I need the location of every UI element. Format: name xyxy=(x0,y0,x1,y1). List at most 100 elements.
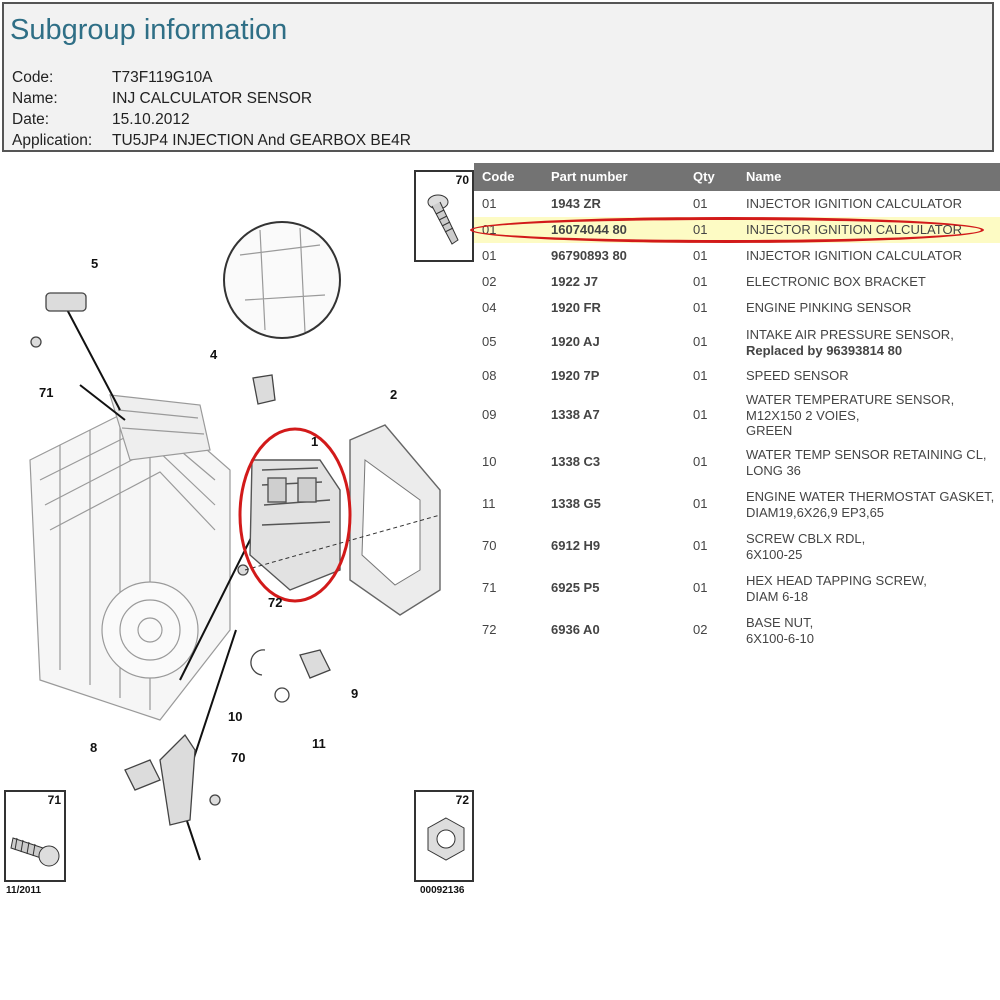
cell-part-number: 1922 J7 xyxy=(551,274,598,289)
cell-name: INTAKE AIR PRESSURE SENSOR,Replaced by 9… xyxy=(746,327,954,358)
cell-part-number: 6925 P5 xyxy=(551,580,600,595)
cell-code: 01 xyxy=(482,248,497,263)
table-row[interactable]: 01 96790893 80 01 INJECTOR IGNITION CALCULA… xyxy=(474,243,1000,269)
column-header-name[interactable]: Name xyxy=(746,169,782,184)
callout-label[interactable]: 71 xyxy=(39,385,54,400)
name-line: HEX HEAD TAPPING SCREW, xyxy=(746,573,927,588)
cell-qty: 01 xyxy=(693,368,708,383)
callout-label[interactable]: 5 xyxy=(91,256,99,271)
cell-part-number: 1920 7P xyxy=(551,368,600,383)
info-label: Code: xyxy=(12,69,54,86)
subgroup-info-panel: Subgroup information Code:T73F119G10A Na… xyxy=(2,2,994,152)
cell-code: 72 xyxy=(482,622,497,637)
name-line: ENGINE WATER THERMOSTAT GASKET, xyxy=(746,489,995,504)
callout-label[interactable]: 2 xyxy=(390,387,398,402)
cell-qty: 01 xyxy=(693,407,708,422)
info-row-name: Name:INJ CALCULATOR SENSOR xyxy=(12,89,312,109)
cell-part-number: 96790893 80 xyxy=(551,248,627,263)
tapping-screw-icon xyxy=(10,837,60,867)
name-line: WATER TEMPERATURE SENSOR, xyxy=(746,392,955,407)
info-row-application: Application: TU5JP4 INJECTION And GEARBOX… xyxy=(12,131,411,151)
cell-qty: 02 xyxy=(693,622,708,637)
column-header-part-number[interactable]: Part number xyxy=(551,169,628,184)
cell-name: HEX HEAD TAPPING SCREW,DIAM 6-18 xyxy=(746,573,927,604)
name-line: SPEED SENSOR xyxy=(746,368,849,383)
cell-qty: 01 xyxy=(693,334,708,349)
cell-qty: 01 xyxy=(693,496,708,511)
cell-code: 11 xyxy=(482,496,496,511)
name-line: GREEN xyxy=(746,423,793,438)
table-row[interactable]: 70 6912 H9 01 SCREW CBLX RDL,6X100-25 xyxy=(474,525,1000,567)
cell-code: 01 xyxy=(482,196,497,211)
info-value: TU5JP4 INJECTION And GEARBOX BE4R xyxy=(112,132,411,149)
cell-name: ELECTRONIC BOX BRACKET xyxy=(746,274,926,290)
name-line: DIAM 6-18 xyxy=(746,588,809,604)
replacement-note[interactable]: Replaced by 96393814 80 xyxy=(746,342,903,358)
cell-part-number: 1920 AJ xyxy=(551,334,600,349)
thumbnail-number: 71 xyxy=(47,793,61,807)
callout-label[interactable]: 10 xyxy=(228,709,243,724)
cell-qty: 01 xyxy=(693,300,708,315)
cell-code: 70 xyxy=(482,538,497,553)
callout-label[interactable]: 11 xyxy=(312,736,326,751)
name-line: DIAM19,6X26,9 EP3,65 xyxy=(746,504,885,520)
name-line: INJECTOR IGNITION CALCULATOR xyxy=(746,196,962,211)
thumbnail-71[interactable]: 71 xyxy=(4,790,66,882)
name-line: M12X150 2 VOIES, xyxy=(746,407,860,423)
callout-label[interactable]: 70 xyxy=(231,750,246,765)
cell-name: WATER TEMPERATURE SENSOR,M12X150 2 VOIES… xyxy=(746,392,954,439)
cell-code: 10 xyxy=(482,454,497,469)
cell-name: SCREW CBLX RDL,6X100-25 xyxy=(746,531,865,562)
table-row[interactable]: 09 1338 A7 01 WATER TEMPERATURE SENSOR,M12X… xyxy=(474,389,1000,441)
table-row[interactable]: 72 6936 A0 02 BASE NUT,6X100-6-10 xyxy=(474,609,1000,651)
info-row-code: Code:T73F119G10A xyxy=(12,68,213,88)
name-line: 6X100-6-10 xyxy=(746,630,814,646)
cell-part-number: 1920 FR xyxy=(551,300,601,315)
name-line: ELECTRONIC BOX BRACKET xyxy=(746,274,926,289)
cell-code: 05 xyxy=(482,334,497,349)
engine-illustration xyxy=(29,221,441,861)
name-line: INTAKE AIR PRESSURE SENSOR, xyxy=(746,327,954,342)
table-header: Code Part number Qty Name xyxy=(474,163,1000,191)
cell-name: ENGINE PINKING SENSOR xyxy=(746,300,911,316)
name-line: 6X100-25 xyxy=(746,546,803,562)
cell-code: 02 xyxy=(482,274,497,289)
callout-label[interactable]: 9 xyxy=(351,686,359,701)
table-row[interactable]: 05 1920 AJ 01 INTAKE AIR PRESSURE SENSOR,Re… xyxy=(474,321,1000,363)
thumbnail-caption: 00092136 xyxy=(420,885,465,896)
callout-label[interactable]: 72 xyxy=(268,595,283,610)
cell-code: 08 xyxy=(482,368,497,383)
cell-part-number: 1338 C3 xyxy=(551,454,601,469)
cell-part-number: 6912 H9 xyxy=(551,538,601,553)
cell-part-number: 6936 A0 xyxy=(551,622,600,637)
column-header-code[interactable]: Code xyxy=(482,169,515,184)
thumbnail-70[interactable]: 70 xyxy=(414,170,474,262)
cell-name: INJECTOR IGNITION CALCULATOR xyxy=(746,196,962,212)
cell-name: SPEED SENSOR xyxy=(746,368,849,384)
table-row[interactable]: 08 1920 7P 01 SPEED SENSOR xyxy=(474,363,1000,389)
callout-label[interactable]: 8 xyxy=(90,740,98,755)
annotation-oval xyxy=(238,427,352,603)
cell-qty: 01 xyxy=(693,454,708,469)
info-value: INJ CALCULATOR SENSOR xyxy=(112,90,313,107)
exploded-parts-diagram: 5 71 4 2 1 72 9 10 11 8 70 70 71 11/2011… xyxy=(0,160,474,900)
name-line: BASE NUT, xyxy=(746,615,814,630)
thumbnail-72[interactable]: 72 xyxy=(414,790,474,882)
column-header-qty[interactable]: Qty xyxy=(693,169,715,184)
cell-part-number: 1338 A7 xyxy=(551,407,600,422)
cell-name: INJECTOR IGNITION CALCULATOR xyxy=(746,248,962,264)
callout-label[interactable]: 1 xyxy=(311,434,319,449)
info-label: Application: xyxy=(12,132,93,149)
thumbnail-number: 70 xyxy=(455,173,469,187)
cell-qty: 01 xyxy=(693,538,708,553)
cell-qty: 01 xyxy=(693,248,708,263)
callout-label[interactable]: 4 xyxy=(210,347,218,362)
cell-code: 09 xyxy=(482,407,497,422)
